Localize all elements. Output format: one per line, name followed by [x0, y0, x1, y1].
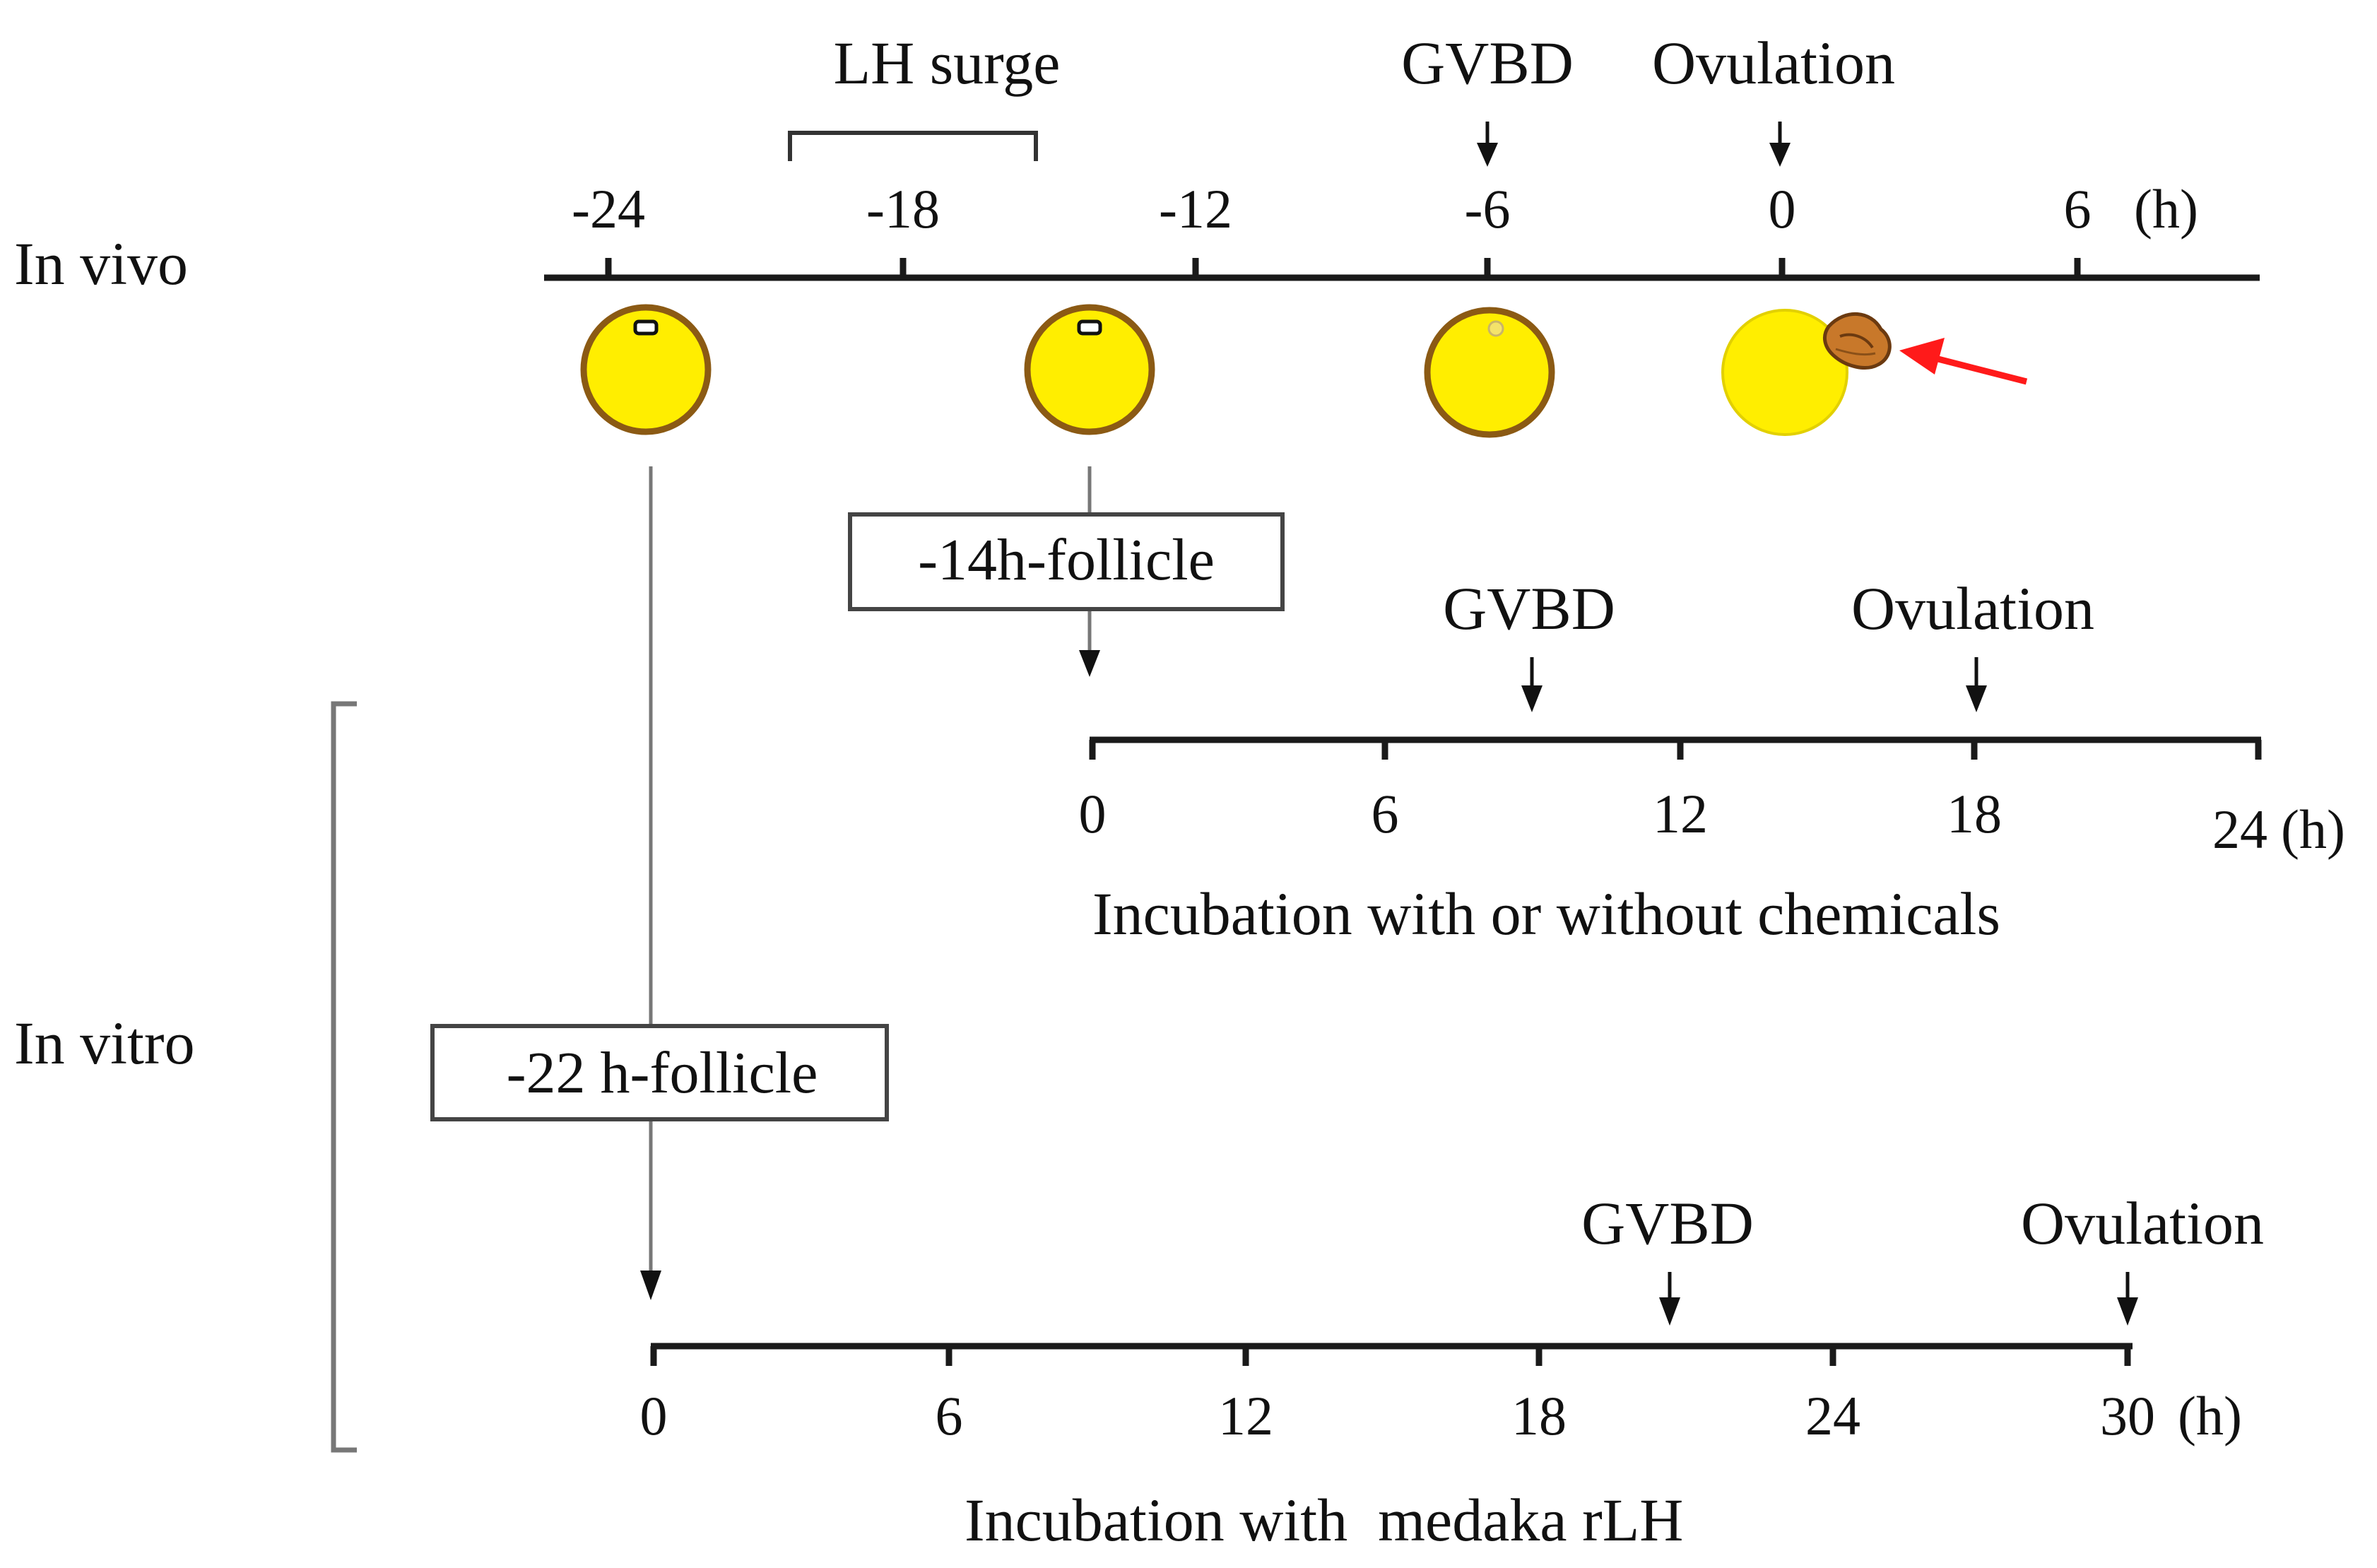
lh-surge-label: LH surge	[834, 29, 1061, 97]
tick-label: -24	[572, 178, 645, 240]
box-minus-14h-label: -14h-follicle	[918, 527, 1215, 593]
tick-label: -18	[866, 178, 940, 240]
incubation-label-14h: Incubation with or without chemicals	[1092, 880, 2000, 948]
gvbd-arrow-14h	[1521, 657, 1543, 712]
ovulation-arrow-22h	[2117, 1272, 2138, 1326]
ovulation-label-14h: Ovulation	[1851, 574, 2094, 642]
tick-label: 12	[1653, 783, 1708, 844]
ovulation-label-in-vivo: Ovulation	[1652, 29, 1895, 97]
in-vitro-label: In vitro	[14, 1009, 195, 1077]
tick-label: 6	[1372, 783, 1399, 844]
tick-label: 12	[1218, 1385, 1273, 1446]
tick-label: 0	[640, 1385, 668, 1446]
axis-minus-14h	[1089, 736, 2262, 760]
oocyte-minus-14h	[1024, 304, 1155, 435]
in-vivo-label: In vivo	[14, 230, 188, 297]
gvbd-label-22h: GVBD	[1581, 1189, 1754, 1257]
ovulation-arrow-14h	[1966, 657, 1987, 712]
gvbd-arrow-22h	[1659, 1272, 1680, 1326]
gvbd-label-in-vivo: GVBD	[1401, 29, 1574, 97]
ovulation-pointer-arrow	[1899, 338, 2028, 385]
tick-label: 6	[936, 1385, 963, 1446]
gvbd-label-14h: GVBD	[1443, 574, 1615, 642]
ovulation-label-22h: Ovulation	[2021, 1189, 2264, 1257]
tick-label: 18	[1511, 1385, 1567, 1446]
oocyte-minus-24h	[580, 304, 712, 435]
unit-label: (h)	[2281, 798, 2345, 860]
tick-label: 30	[2100, 1385, 2155, 1446]
tick-label: 6	[2064, 178, 2092, 240]
tick-label: -6	[1465, 178, 1511, 240]
axis-minus-22h	[650, 1343, 2133, 1366]
oocyte-ovulated	[1721, 309, 1892, 436]
tick-labels-minus-14h: 0 6 12 18 24 (h)	[1079, 783, 2345, 860]
oocyte-minus-6h	[1424, 307, 1555, 438]
lh-surge-bracket	[788, 131, 1038, 161]
tick-labels-minus-22h: 0 6 12 18 24 30 (h)	[640, 1385, 2242, 1446]
incubation-label-22h: Incubation with medaka rLH	[965, 1486, 1683, 1554]
box-minus-22h-follicle: -22 h-follicle	[430, 1024, 889, 1121]
tick-label: 24	[2212, 798, 2267, 860]
tick-label: 18	[1947, 783, 2002, 844]
unit-label: (h)	[2134, 178, 2198, 240]
ovulation-arrow-in-vivo	[1769, 122, 1791, 167]
tick-label: 0	[1079, 783, 1107, 844]
in-vitro-bracket	[331, 701, 357, 1453]
tick-label: -12	[1159, 178, 1232, 240]
box-minus-14h-follicle: -14h-follicle	[848, 512, 1285, 611]
in-vivo-tick-labels: -24 -18 -12 -6 0 6 (h)	[572, 178, 2198, 240]
in-vivo-axis	[544, 258, 2260, 281]
unit-label: (h)	[2178, 1385, 2242, 1446]
tick-label: 24	[1805, 1385, 1860, 1446]
gvbd-arrow-in-vivo	[1477, 122, 1498, 167]
connector-minus-22h	[640, 466, 661, 1300]
tick-label: 0	[1769, 178, 1796, 240]
box-minus-22h-label: -22 h-follicle	[507, 1040, 818, 1106]
